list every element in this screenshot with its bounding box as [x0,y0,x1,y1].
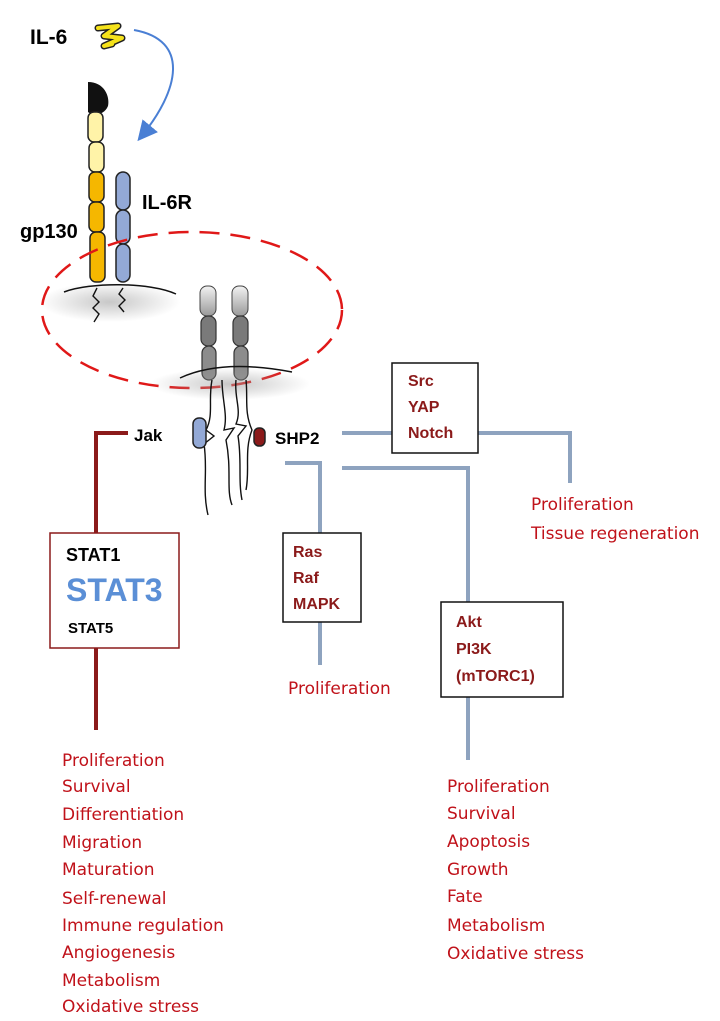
membrane-shadow [150,368,310,400]
jak-protein [192,417,207,449]
ras-box-line1: Ras [293,544,322,561]
akt-box-line2: PI3K [456,641,492,658]
intracellular-domain [245,379,253,491]
src-box-line2: YAP [408,399,440,416]
akt-outcome: Survival [447,804,516,824]
akt-outcome: Fate [447,887,483,907]
stat-box [49,532,180,649]
intracellular-domain [221,379,236,506]
akt-outcome: Metabolism [447,916,545,936]
stat-outcome-list: Proliferation Survival Differentiation M… [62,751,224,1017]
src-outcome: Tissue regeneration [530,524,699,544]
akt-box [440,601,564,698]
stat-outcome: Survival [62,777,131,797]
shp2-branches [285,431,572,760]
ras-box-line3: MAPK [293,596,341,613]
akt-box-line1: Akt [456,614,482,631]
stat-box-line3: STAT5 [68,620,113,637]
gp130-receptor [87,82,109,283]
stat-outcome: Oxidative stress [62,997,199,1017]
akt-outcome-list: Proliferation Survival Apoptosis Growth … [447,777,584,964]
membrane-shadow [40,282,180,322]
shp2-protein [253,427,266,447]
shp2-label: SHP2 [275,429,319,448]
stat-box-line1: STAT1 [66,545,120,565]
intracellular-domain [203,379,216,516]
ras-box-line2: Raf [293,570,319,587]
stat-outcome: Differentiation [62,805,184,825]
il6-label: IL-6 [30,26,67,49]
stat-outcome: Metabolism [62,971,160,991]
src-box-line1: Src [408,373,434,390]
stat-outcome: Migration [62,833,142,853]
il6r-label: IL-6R [142,192,193,214]
activated-receptor-dimer [199,285,249,381]
intracellular-domain [234,379,248,501]
src-box [391,362,479,454]
intracellular-tail [118,287,126,313]
zoom-ellipse [40,230,344,390]
akt-outcome: Oxidative stress [447,944,584,964]
akt-outcome: Apoptosis [447,832,530,852]
cell-membrane [179,365,293,379]
cell-membrane [63,283,177,295]
binding-arrow [133,29,174,142]
src-box-line3: Notch [408,425,453,442]
stat-outcome: Immune regulation [62,916,224,936]
stat-box-line2: STAT3 [66,572,163,608]
il6r-receptor [115,171,131,283]
ras-outcome: Proliferation [288,679,391,699]
akt-box-line3: (mTORC1) [456,668,535,685]
stat-outcome: Proliferation [62,751,165,771]
stat-outcome: Angiogenesis [62,943,175,963]
intracellular-tail [92,287,100,323]
akt-outcome: Growth [447,860,509,880]
akt-outcome: Proliferation [447,777,550,797]
src-outcome: Proliferation [531,495,634,515]
gp130-label: gp130 [20,221,78,243]
jak-stat-branch [94,431,128,730]
jak-label: Jak [134,426,163,445]
stat-outcome: Maturation [62,860,155,880]
ras-box [282,532,362,623]
stat-outcome: Self-renewal [62,889,167,909]
il6-ligand-icon-fill [96,24,124,48]
